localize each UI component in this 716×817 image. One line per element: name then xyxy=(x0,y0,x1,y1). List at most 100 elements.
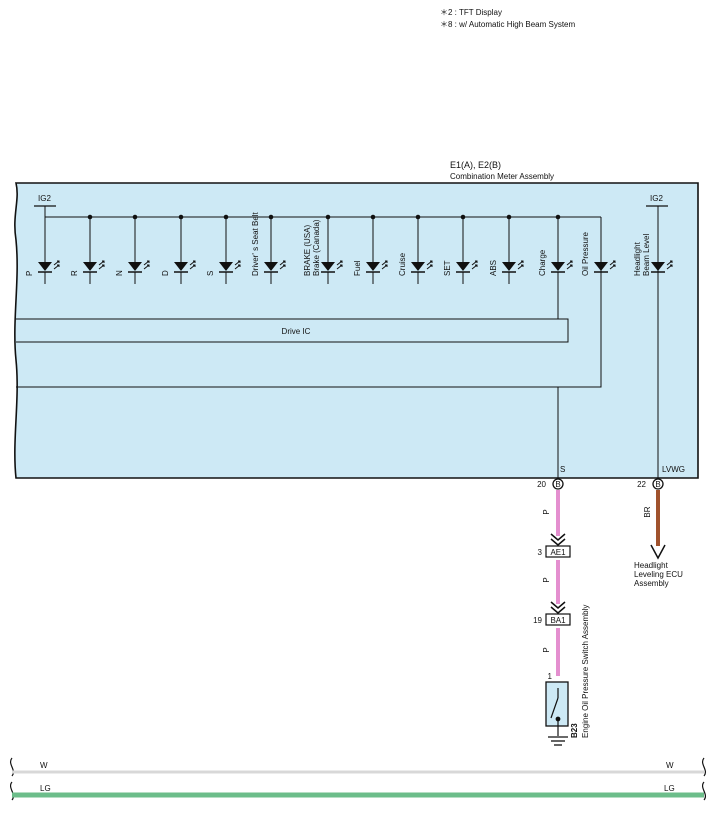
light-arrow-icon xyxy=(279,260,286,266)
pin-22-number: 22 xyxy=(637,480,646,489)
indicator-label-s: S xyxy=(206,271,215,276)
pin-20-number: 20 xyxy=(537,480,546,489)
wire-color-p-3: P xyxy=(542,647,551,652)
switch-pin: 1 xyxy=(548,672,553,681)
ecu-arrow-icon xyxy=(650,544,666,560)
junction-ba1-id: BA1 xyxy=(550,616,566,625)
light-arrow-icon xyxy=(426,264,433,270)
indicator-label-r: R xyxy=(70,270,79,276)
led-fuel-icon xyxy=(366,262,380,271)
led-headlight-beam-level-icon xyxy=(651,262,665,271)
led-driver-s-seat-belt-icon xyxy=(264,262,278,271)
light-arrow-icon xyxy=(189,264,196,270)
indicator-label-abs: ABS xyxy=(489,260,498,276)
light-arrow-icon xyxy=(336,264,343,270)
light-arrow-icon xyxy=(471,260,478,266)
bus-lg-label-left: LG xyxy=(40,784,51,793)
indicator-label-headlight-beam-level: Beam Level xyxy=(642,234,651,276)
junction-ba1-pin: 19 xyxy=(533,616,542,625)
ig2-right-label: IG2 xyxy=(650,194,663,203)
ground-icon xyxy=(548,736,568,746)
terminal-s-label: S xyxy=(560,465,565,474)
indicator-label-brake-usa: Brake (Canada) xyxy=(312,219,321,276)
led-r-icon xyxy=(83,262,97,271)
led-d-icon xyxy=(174,262,188,271)
indicator-label-n: N xyxy=(115,270,124,276)
led-n-icon xyxy=(128,262,142,271)
light-arrow-icon xyxy=(609,264,616,270)
led-s-icon xyxy=(219,262,233,271)
led-brake-usa-icon xyxy=(321,262,335,271)
wire-color-br: BR xyxy=(643,506,652,517)
light-arrow-icon xyxy=(666,264,673,270)
switch-name: Engine Oil Pressure Switch Assembly xyxy=(581,605,590,738)
note-tft-display: ＊2 : TFT Display xyxy=(440,8,502,17)
junction-ae1-id: AE1 xyxy=(550,548,566,557)
light-arrow-icon xyxy=(189,260,196,266)
led-charge-icon xyxy=(551,262,565,271)
junction-ba1-box xyxy=(545,613,571,626)
led-abs-icon xyxy=(502,262,516,271)
light-arrow-icon xyxy=(609,260,616,266)
bus-w-label-left: W xyxy=(40,761,48,770)
light-arrow-icon xyxy=(517,264,524,270)
junction-ba1-chevrons xyxy=(550,601,566,614)
light-arrow-icon xyxy=(517,260,524,266)
indicator-label-set: SET xyxy=(443,260,452,276)
indicator-led-group: P R N D S Driver' s Seat Belt BRAKE (USA)Brake… xyxy=(25,206,673,284)
indicator-label-oil-pressure: Oil Pressure xyxy=(581,231,590,276)
drive-ic-label: Drive IC xyxy=(282,327,311,336)
led-p-icon xyxy=(38,262,52,271)
indicator-label-cruise: Cruise xyxy=(398,252,407,276)
light-arrow-icon xyxy=(234,264,241,270)
light-arrow-icon xyxy=(381,260,388,266)
ig2-left-label: IG2 xyxy=(38,194,51,203)
light-arrow-icon xyxy=(336,260,343,266)
light-arrow-icon xyxy=(143,260,150,266)
junction-ae1-chevrons xyxy=(550,533,566,546)
indicator-label-headlight-beam-level: Headlight xyxy=(633,241,642,276)
light-arrow-icon xyxy=(381,264,388,270)
bus-lg-label-right: LG xyxy=(664,784,675,793)
light-arrow-icon xyxy=(143,264,150,270)
wire-color-p-2: P xyxy=(542,577,551,582)
light-arrow-icon xyxy=(53,260,60,266)
pin-22-connector: B xyxy=(655,480,660,489)
indicator-label-charge: Charge xyxy=(538,249,547,276)
indicator-label-fuel: Fuel xyxy=(353,260,362,276)
light-arrow-icon xyxy=(471,264,478,270)
led-cruise-icon xyxy=(411,262,425,271)
switch-id: B23 xyxy=(570,723,579,738)
indicator-label-brake-usa: BRAKE (USA) xyxy=(303,225,312,276)
led-oil-pressure-icon xyxy=(594,262,608,271)
light-arrow-icon xyxy=(98,264,105,270)
indicator-label-p: P xyxy=(25,271,34,276)
pin-22-circle xyxy=(652,478,664,490)
light-arrow-icon xyxy=(666,260,673,266)
indicator-label-driver-s-seat-belt: Driver' s Seat Belt xyxy=(251,211,260,276)
wire-color-p-1: P xyxy=(542,509,551,514)
pin-20-circle xyxy=(552,478,564,490)
light-arrow-icon xyxy=(566,264,573,270)
switch-contact-icon xyxy=(550,688,561,736)
light-arrow-icon xyxy=(426,260,433,266)
right-break-marks xyxy=(701,757,707,801)
led-set-icon xyxy=(456,262,470,271)
light-arrow-icon xyxy=(53,264,60,270)
left-break-marks xyxy=(9,757,15,801)
junction-ae1-pin: 3 xyxy=(538,548,543,557)
bus-w-label-right: W xyxy=(666,761,674,770)
combination-meter-box xyxy=(14,182,699,479)
light-arrow-icon xyxy=(566,260,573,266)
light-arrow-icon xyxy=(279,264,286,270)
terminal-lvwg-label: LVWG xyxy=(662,465,685,474)
indicator-label-d: D xyxy=(161,270,170,276)
junction-ae1-box xyxy=(545,545,571,558)
light-arrow-icon xyxy=(98,260,105,266)
note-auto-high-beam: ＊8 : w/ Automatic High Beam System xyxy=(440,20,575,29)
assembly-id: E1(A), E2(B) xyxy=(450,160,501,170)
assembly-name: Combination Meter Assembly xyxy=(450,172,554,181)
light-arrow-icon xyxy=(234,260,241,266)
